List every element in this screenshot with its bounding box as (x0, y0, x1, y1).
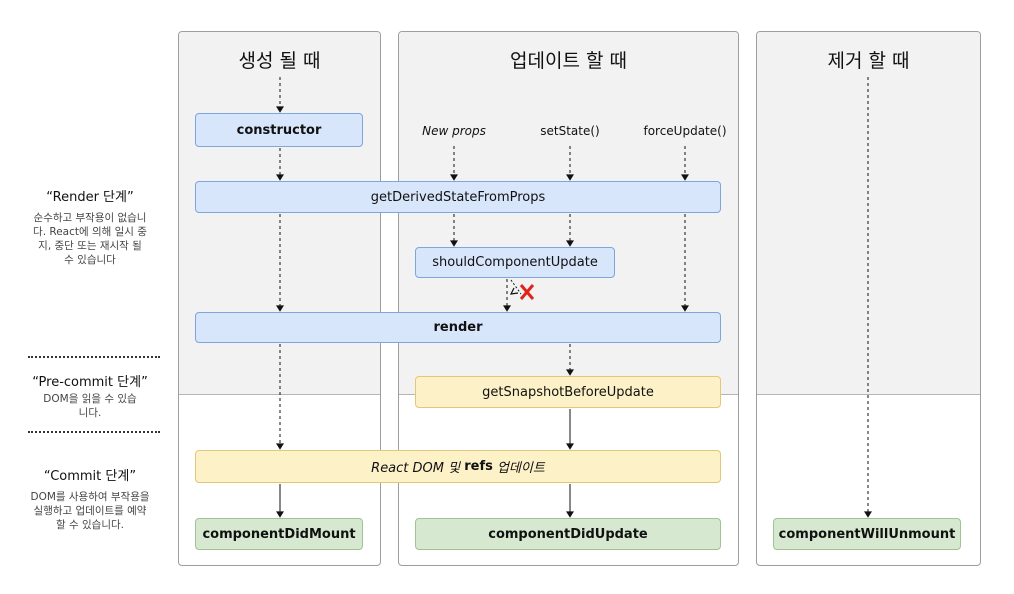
trigger-new-props: New props (422, 124, 486, 138)
column-unmount: 제거 할 때 (756, 31, 981, 566)
react-dom-update-node: React DOM 및 refs 업데이트 (195, 450, 721, 483)
phase-commit: “Commit 단계” DOM를 사용하여 부작용을 실행하고 업데이트를 예약… (10, 465, 170, 532)
react-dom-update-label: React DOM 및 (371, 461, 465, 476)
column-update-title: 업데이트 할 때 (510, 50, 627, 72)
phase-render-title: “Render 단계” (46, 190, 134, 205)
update-label: 업데이트 (492, 461, 545, 476)
phase-separator (28, 431, 160, 433)
render-node: render (195, 312, 721, 343)
should-component-update-node: shouldComponentUpdate (415, 247, 615, 278)
render-phase-area (757, 32, 980, 395)
get-snapshot-before-update-node: getSnapshotBeforeUpdate (415, 376, 721, 408)
phase-precommit-title: “Pre-commit 단계” (32, 375, 148, 390)
phase-commit-title: “Commit 단계” (43, 469, 137, 484)
get-derived-state-from-props-node: getDerivedStateFromProps (195, 181, 721, 213)
constructor-node: constructor (195, 113, 363, 147)
component-did-update-node: componentDidUpdate (415, 518, 721, 550)
column-unmount-title: 제거 할 때 (827, 50, 910, 72)
cancel-icon (509, 284, 535, 300)
phase-commit-description: DOM를 사용하여 부작용을 실행하고 업데이트를 예약 할 수 있습니다. (30, 491, 150, 531)
phase-separator (28, 356, 160, 358)
column-mount-title: 생성 될 때 (238, 50, 321, 72)
refs-label: refs (464, 459, 493, 474)
phase-render-description: 순수하고 부작용이 없습니다. React에 의해 일시 중지, 중단 또는 재… (33, 212, 147, 266)
trigger-set-state: setState() (540, 124, 600, 138)
component-did-mount-node: componentDidMount (195, 518, 363, 550)
phase-precommit: “Pre-commit 단계” DOM을 읽을 수 있습니다. (10, 371, 170, 420)
trigger-force-update: forceUpdate() (643, 124, 727, 138)
phase-render: “Render 단계” 순수하고 부작용이 없습니다. React에 의해 일시… (10, 186, 170, 267)
component-will-unmount-node: componentWillUnmount (773, 518, 961, 550)
phase-precommit-description: DOM을 읽을 수 있습니다. (43, 393, 137, 419)
